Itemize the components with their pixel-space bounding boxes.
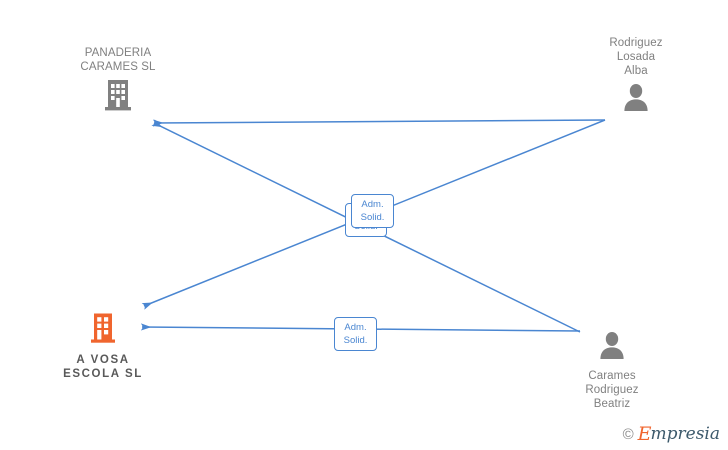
node-carames-rodriguez-beatriz[interactable]: Carames Rodriguez Beatriz xyxy=(532,330,692,411)
edge-label-adm-solid-front[interactable]: Adm. Solid. xyxy=(351,194,394,228)
building-icon xyxy=(103,78,133,117)
empresia-watermark: © E mpresia xyxy=(623,425,720,444)
edge-label-adm-solid-bottom[interactable]: Adm. Solid. xyxy=(334,317,377,351)
node-panaderia-carames-sl[interactable]: PANADERIA CARAMES SL xyxy=(38,46,198,117)
brand-name: mpresia xyxy=(650,424,721,444)
copyright-icon: © xyxy=(622,426,634,443)
person-icon xyxy=(597,330,627,365)
node-a-vosa-escola-sl[interactable]: A VOSA ESCOLA SL xyxy=(23,312,183,381)
node-rodriguez-label: Rodriguez Losada Alba xyxy=(609,37,663,77)
node-rodriguez-losada-alba[interactable]: Rodriguez Losada Alba xyxy=(556,36,716,117)
node-a-vosa-label: A VOSA ESCOLA SL xyxy=(63,354,143,380)
person-icon xyxy=(621,82,651,117)
brand-initial: E xyxy=(637,423,652,445)
node-carames-label: Carames Rodriguez Beatriz xyxy=(585,370,639,410)
building-icon xyxy=(89,312,117,349)
edge-rodriguez-to-panaderia xyxy=(152,119,606,127)
node-panaderia-label: PANADERIA CARAMES SL xyxy=(80,47,156,73)
